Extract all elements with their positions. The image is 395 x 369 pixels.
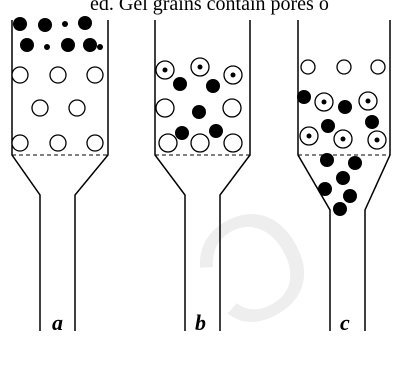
column-c <box>297 20 391 331</box>
panel-label-b: b <box>195 310 206 335</box>
panel-a-molecules <box>11 16 104 152</box>
gel-filtration-diagram <box>11 16 391 331</box>
cropped-header-text: ed. Gel grains contain pores o <box>90 0 329 15</box>
panel-c-molecules <box>297 59 387 216</box>
panel-b-molecules <box>155 57 243 153</box>
column-a <box>11 20 109 331</box>
column-b <box>154 20 251 331</box>
panel-label-a: a <box>52 310 63 335</box>
panel-label-c: c <box>340 310 350 335</box>
